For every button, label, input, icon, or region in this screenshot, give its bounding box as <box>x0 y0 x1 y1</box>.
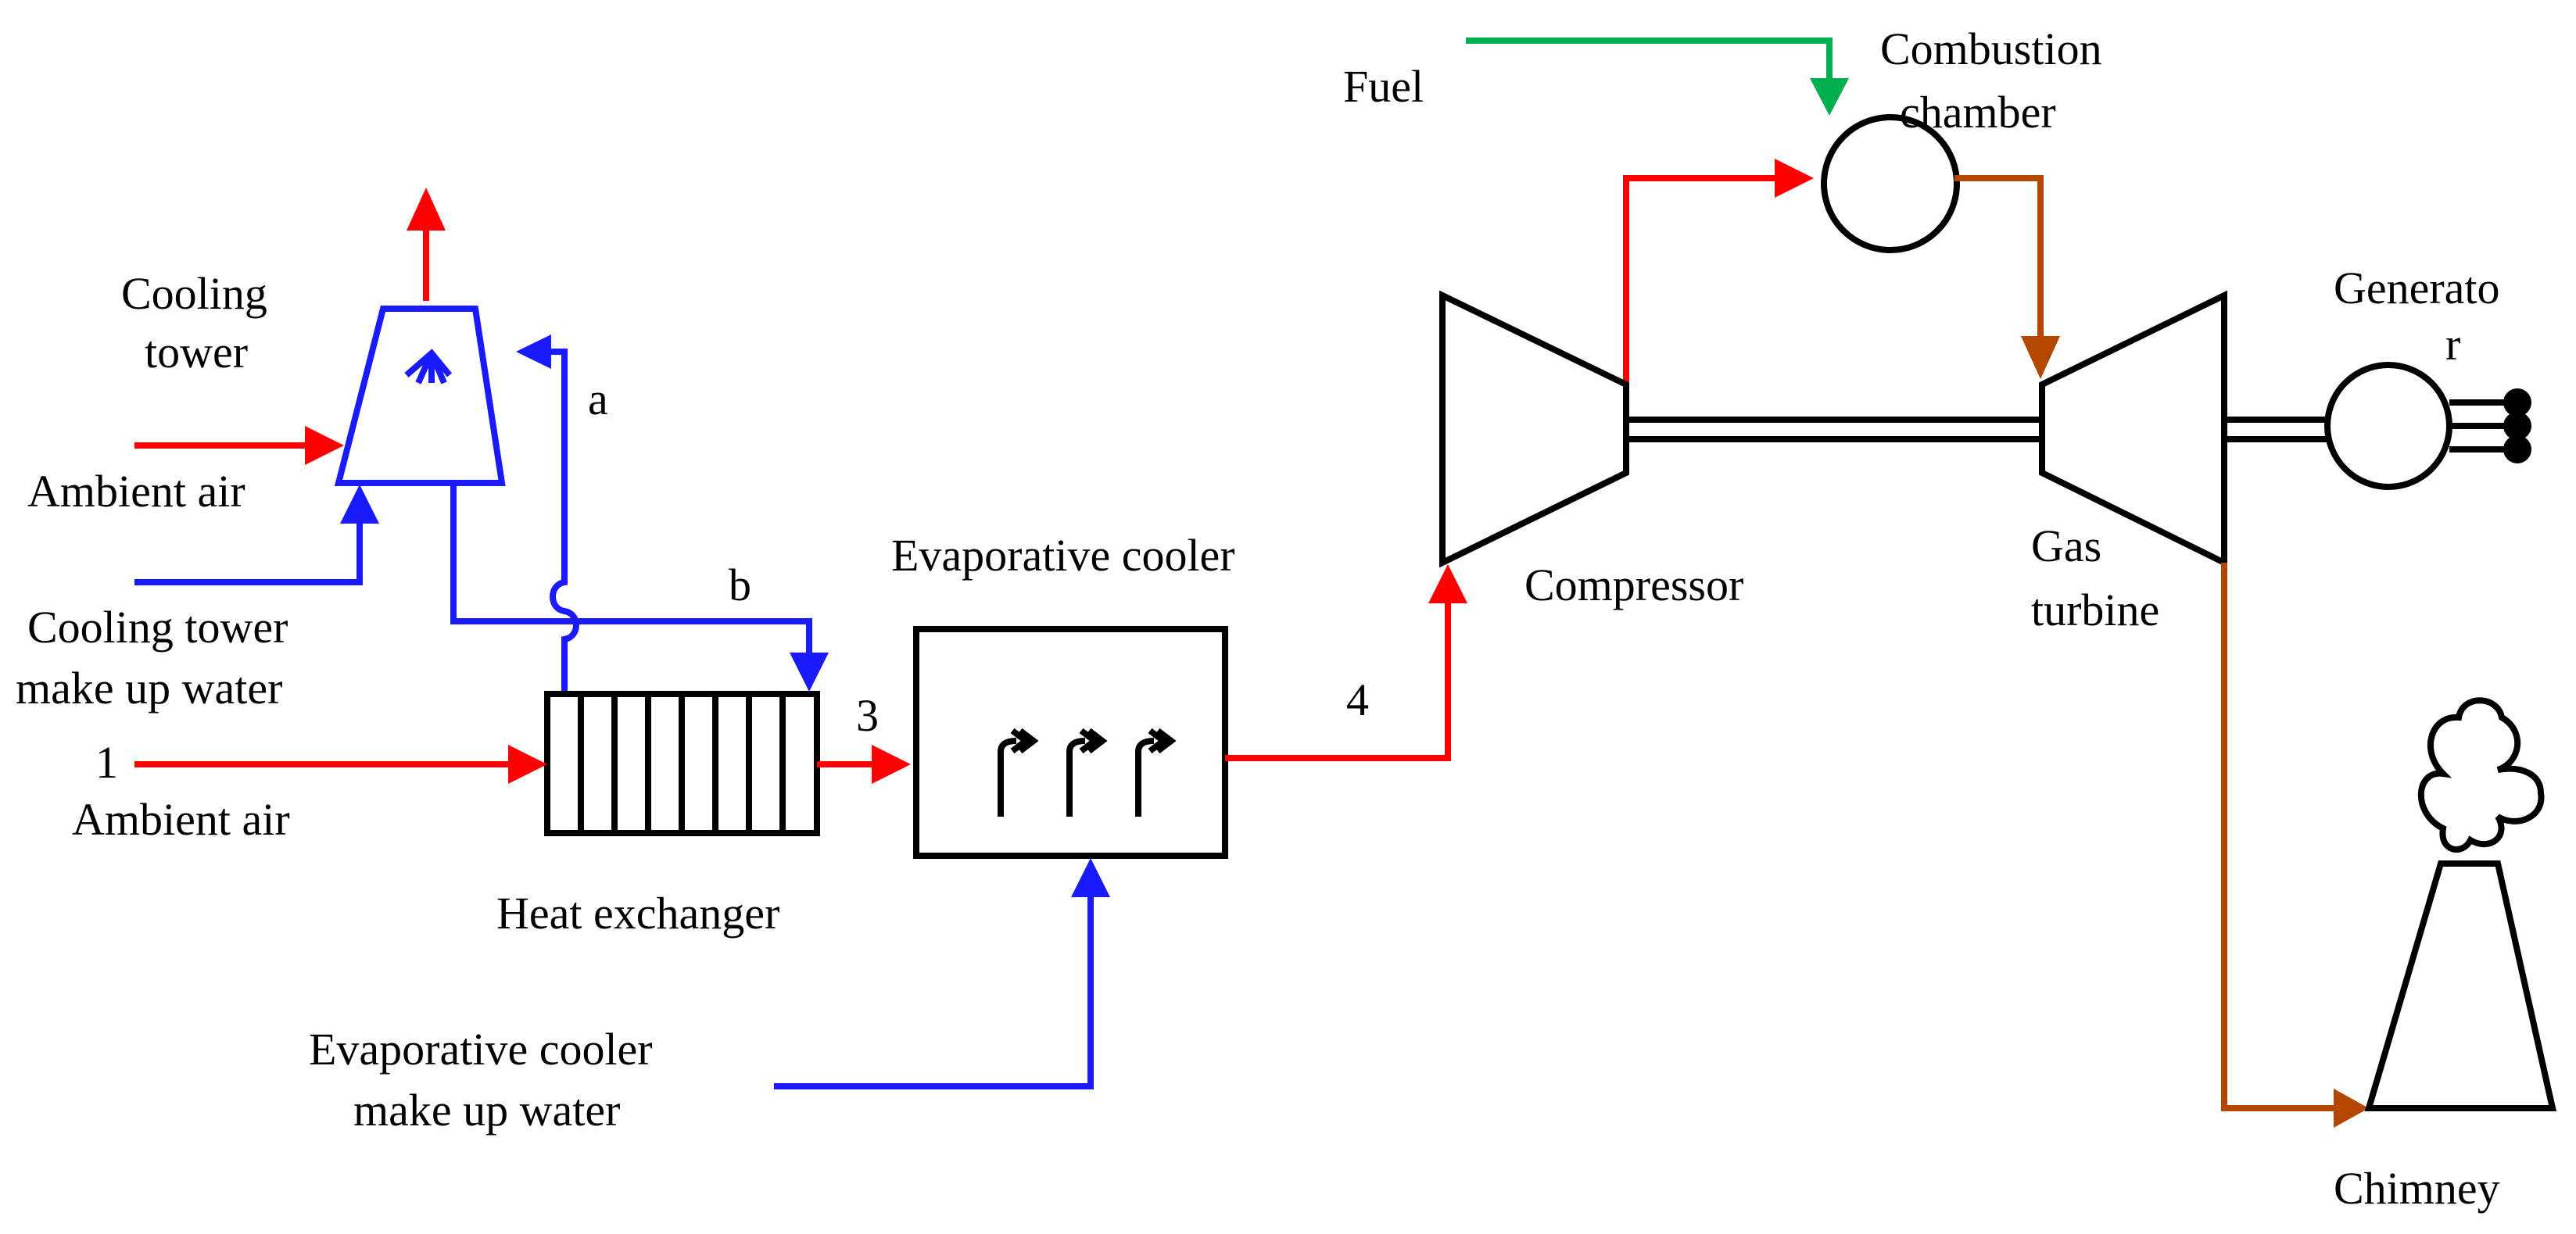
hx-ambient-air-arrow <box>134 745 547 784</box>
fuel-line <box>1466 38 1849 116</box>
chimney <box>2364 697 2556 1111</box>
label-fuel: Fuel <box>1343 61 1424 112</box>
ct-makeup-water-line <box>134 485 379 585</box>
cooling-tower <box>334 306 506 486</box>
generator-shaft <box>2224 417 2328 442</box>
combustion-chamber <box>1821 114 1960 253</box>
label-point-1: 1 <box>95 737 118 788</box>
label-compressor: Compressor <box>1524 560 1743 610</box>
ec-to-compressor-line <box>1225 564 1467 761</box>
label-ambient-air-bottom: Ambient air <box>72 794 290 845</box>
exhaust-line <box>2221 563 2369 1128</box>
label-heat-exchanger: Heat exchanger <box>496 888 779 939</box>
ct-ambient-air-arrow <box>134 426 344 465</box>
label-ct-makeup-2: make up water <box>16 663 282 714</box>
ec-makeup-water-line <box>774 858 1110 1089</box>
shaft <box>1626 417 2042 442</box>
label-combustion-chamber-2: chamber <box>1900 87 2056 138</box>
line-a <box>516 334 579 694</box>
compressor-to-combustor-line <box>1623 159 1814 387</box>
label-point-a: a <box>588 374 608 424</box>
label-ec-makeup-1: Evaporative cooler <box>309 1024 653 1075</box>
line-b <box>450 483 829 692</box>
cooling-tower-exhaust-arrow <box>407 188 446 301</box>
generator <box>2324 362 2531 490</box>
compressor <box>1439 290 1629 568</box>
label-point-4: 4 <box>1346 674 1369 725</box>
label-generator-1: Generato <box>2334 263 2500 313</box>
label-ambient-air-top: Ambient air <box>27 466 245 517</box>
evaporative-cooler <box>913 626 1228 859</box>
label-cooling-tower-2: tower <box>145 327 248 377</box>
label-gas-turbine-1: Gas <box>2031 520 2101 571</box>
label-point-b: b <box>729 560 751 610</box>
label-gas-turbine-2: turbine <box>2031 585 2159 635</box>
label-point-3: 3 <box>856 690 879 741</box>
label-ec-makeup-2: make up water <box>353 1085 620 1136</box>
heat-exchanger <box>544 691 820 836</box>
label-cooling-tower-1: Cooling <box>121 268 267 319</box>
label-evaporative-cooler: Evaporative cooler <box>891 530 1235 581</box>
label-generator-2: r <box>2445 319 2460 370</box>
combustor-to-turbine-line <box>1954 175 2060 379</box>
label-combustion-chamber-1: Combustion <box>1880 23 2102 74</box>
label-chimney: Chimney <box>2334 1163 2500 1214</box>
label-ct-makeup-1: Cooling tower <box>27 602 288 653</box>
hx-to-ec-arrow <box>817 745 911 784</box>
